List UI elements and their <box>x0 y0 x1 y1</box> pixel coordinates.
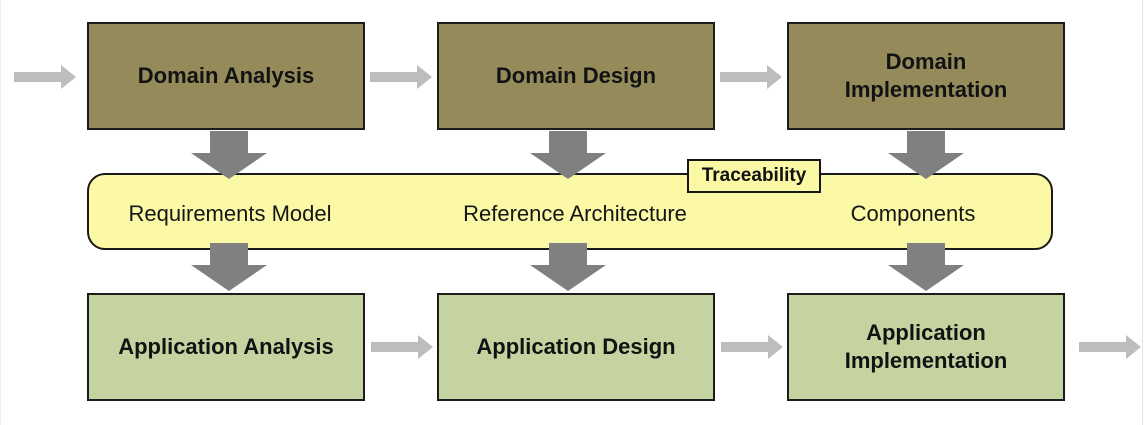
page-edge-left <box>0 0 1 425</box>
arrow-application-design-to-implementation <box>721 335 783 359</box>
arrow-domain-analysis-to-design <box>370 65 432 89</box>
down-arrow-shape <box>530 131 606 179</box>
page-edge-right <box>1142 0 1143 425</box>
down-arrow-reference-architecture <box>530 243 606 291</box>
down-arrow-components <box>888 243 964 291</box>
down-arrow-domain-design <box>530 131 606 179</box>
domain-analysis-box: Domain Analysis <box>87 22 365 130</box>
application-implementation-box: Application Implementation <box>787 293 1065 401</box>
input-arrow-domain-analysis <box>14 65 76 89</box>
down-arrow-shape <box>191 131 267 179</box>
right-arrow-shape <box>14 65 76 89</box>
output-arrow-application-implementation <box>1079 335 1141 359</box>
application-design-label: Application Design <box>476 334 676 360</box>
traceability-label: Traceability <box>701 165 807 186</box>
right-arrow-shape <box>720 65 782 89</box>
application-analysis-label: Application Analysis <box>118 334 334 360</box>
arrow-application-analysis-to-design <box>371 335 433 359</box>
domain-implementation-label: Domain Implementation <box>844 49 1008 102</box>
right-arrow-shape <box>1079 335 1141 359</box>
down-arrow-shape <box>530 243 606 291</box>
domain-design-label: Domain Design <box>495 63 657 89</box>
down-arrow-shape <box>888 243 964 291</box>
reference-architecture-label: Reference Architecture <box>463 201 687 226</box>
requirements-model-label: Requirements Model <box>128 201 332 226</box>
application-analysis-box: Application Analysis <box>87 293 365 401</box>
domain-design-box: Domain Design <box>437 22 715 130</box>
application-design-box: Application Design <box>437 293 715 401</box>
domain-implementation-box: Domain Implementation <box>787 22 1065 130</box>
traceability-tag: Traceability <box>687 159 821 193</box>
down-arrow-shape <box>191 243 267 291</box>
down-arrow-domain-implementation <box>888 131 964 179</box>
right-arrow-shape <box>370 65 432 89</box>
right-arrow-shape <box>721 335 783 359</box>
right-arrow-shape <box>371 335 433 359</box>
arrow-domain-design-to-implementation <box>720 65 782 89</box>
application-implementation-label: Application Implementation <box>844 320 1008 373</box>
down-arrow-requirements-model <box>191 243 267 291</box>
down-arrow-domain-analysis <box>191 131 267 179</box>
down-arrow-shape <box>888 131 964 179</box>
components-label: Components <box>850 201 976 226</box>
domain-analysis-label: Domain Analysis <box>137 63 315 89</box>
